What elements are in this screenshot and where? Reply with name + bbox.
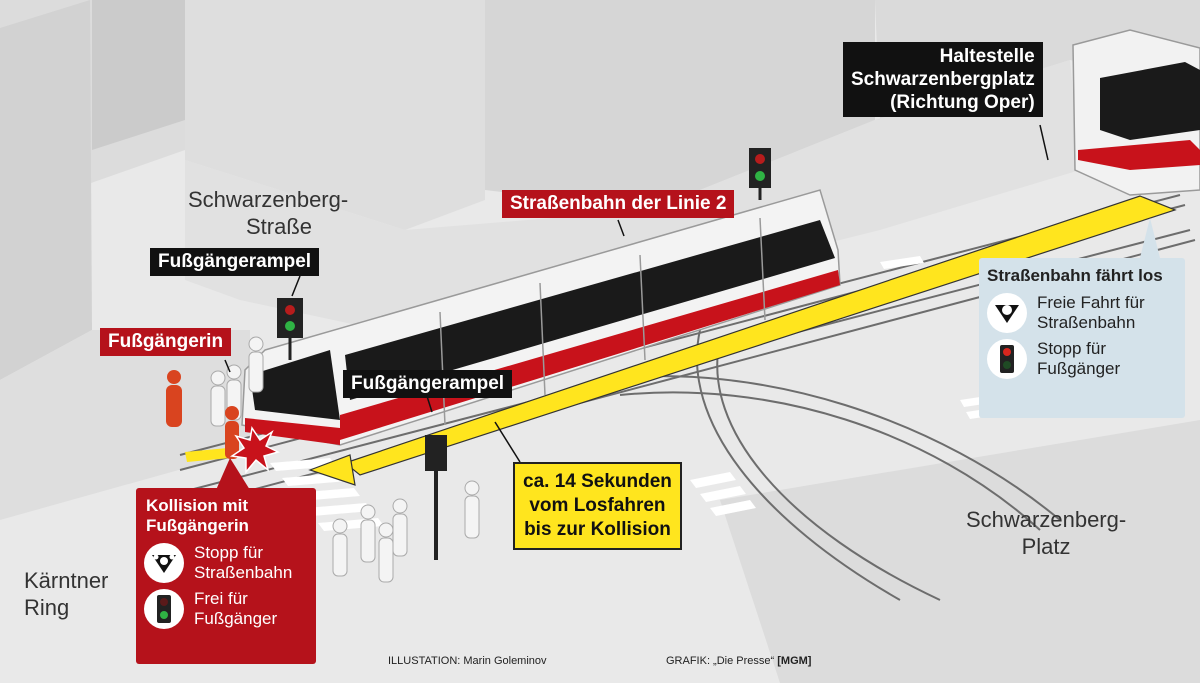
collision-row2-line2: Fußgänger xyxy=(194,609,278,628)
departure-panel: Straßenbahn fährt los Freie Fahrt für St… xyxy=(979,258,1185,418)
tram-stop-label: Haltestelle Schwarzenbergplatz (Richtung… xyxy=(843,42,1043,117)
pedestrian-light-label-center: Fußgängerampel xyxy=(343,370,513,398)
travel-path-arrow xyxy=(185,195,1177,486)
departure-row2-line2: Fußgänger xyxy=(1037,359,1121,378)
duration-box: ca. 14 Sekunden vom Losfahren bis zur Ko… xyxy=(513,462,682,550)
street-kaerntner-ring-line2: Ring xyxy=(24,595,70,620)
street-schwarzenbergplatz: Schwarzenberg- Platz xyxy=(966,506,1126,560)
street-kaerntner-ring: Kärntner Ring xyxy=(24,567,108,621)
street-schwarzenbergstrasse-line2: Straße xyxy=(246,214,313,239)
duration-line3: bis zur Kollision xyxy=(524,519,671,540)
pedestrian-light-left xyxy=(277,298,303,360)
collision-title-line2: Fußgängerin xyxy=(146,516,249,535)
building-left-tall xyxy=(0,0,92,380)
platz-right xyxy=(720,420,1200,683)
credit-graphic: GRAFIK: „Die Presse“ [MGM] xyxy=(666,655,811,667)
tram-stop-line2: Schwarzenbergplatz xyxy=(851,69,1035,90)
street-schwarzenbergstrasse: Schwarzenberg- Straße xyxy=(188,186,348,240)
tram-stop-line3: (Richtung Oper) xyxy=(890,92,1035,113)
collision-row2-line1: Frei für xyxy=(194,589,248,608)
collision-panel-title: Kollision mit Fußgängerin xyxy=(136,488,316,540)
sidewalk-left xyxy=(0,330,250,520)
building-center-left xyxy=(185,0,485,230)
collision-row-pedestrian-text: Frei für Fußgänger xyxy=(194,589,277,629)
pedestrian-group-bottom xyxy=(332,480,480,583)
collision-burst xyxy=(229,426,281,475)
callout-lines xyxy=(216,124,1160,490)
tram-signal-top xyxy=(749,148,771,200)
building-center xyxy=(485,0,875,210)
street-schwarzenbergplatz-line1: Schwarzenberg- xyxy=(966,507,1127,532)
departure-row-pedestrian: Stopp für Fußgänger xyxy=(979,336,1185,382)
departure-row-tram: Freie Fahrt für Straßenbahn xyxy=(979,290,1185,336)
duration-line1: ca. 14 Sekunden xyxy=(523,471,672,492)
tram-signal-go-icon xyxy=(987,293,1027,333)
collision-title-line1: Kollision mit xyxy=(146,496,248,515)
departure-row2-line1: Stopp für xyxy=(1037,339,1106,358)
pedestrian-light-center xyxy=(425,435,447,560)
departure-panel-title: Straßenbahn fährt los xyxy=(987,266,1163,285)
street-kaerntner-ring-line1: Kärntner xyxy=(24,568,109,593)
sidewalk-top xyxy=(185,60,1080,330)
credit-graphic-tag: [MGM] xyxy=(777,655,812,667)
departure-row-pedestrian-text: Stopp für Fußgänger xyxy=(1037,339,1120,379)
departure-row-tram-text: Freie Fahrt für Straßenbahn xyxy=(1037,293,1145,333)
collision-row-tram: Stopp für Straßenbahn xyxy=(136,540,316,586)
tram-label: Straßenbahn der Linie 2 xyxy=(502,190,735,218)
duration-line2: vom Losfahren xyxy=(529,495,666,516)
credit-graphic-text: GRAFIK: „Die Presse“ xyxy=(666,655,775,667)
street-schwarzenbergplatz-line2: Platz xyxy=(1021,534,1071,559)
collision-row1-line1: Stopp für xyxy=(194,543,263,562)
departure-row1-line2: Straßenbahn xyxy=(1037,313,1136,332)
pedestrian-label: Fußgängerin xyxy=(100,328,232,356)
tram-stop-line1: Haltestelle xyxy=(939,46,1035,67)
departure-row1-line1: Freie Fahrt für xyxy=(1037,293,1145,312)
collision-panel: Kollision mit Fußgängerin Stopp für Stra… xyxy=(136,488,316,664)
pedestrian-light-red-icon xyxy=(987,339,1027,379)
collision-row-pedestrian: Frei für Fußgänger xyxy=(136,586,316,632)
street-schwarzenbergstrasse-line1: Schwarzenberg- xyxy=(188,187,349,212)
pedestrian-woman xyxy=(166,370,239,459)
credit-illustration: ILLUSTATION: Marin Goleminov xyxy=(388,655,547,667)
tram-at-stop xyxy=(1072,29,1200,196)
collision-row1-line2: Straßenbahn xyxy=(194,563,293,582)
building-left-face xyxy=(92,0,185,150)
pedestrian-light-label-top: Fußgängerampel xyxy=(150,248,320,276)
tram-signal-stop-icon xyxy=(144,543,184,583)
collision-row-tram-text: Stopp für Straßenbahn xyxy=(194,543,292,583)
pedestrian-light-green-icon xyxy=(144,589,184,629)
crosswalk-center xyxy=(690,472,756,516)
